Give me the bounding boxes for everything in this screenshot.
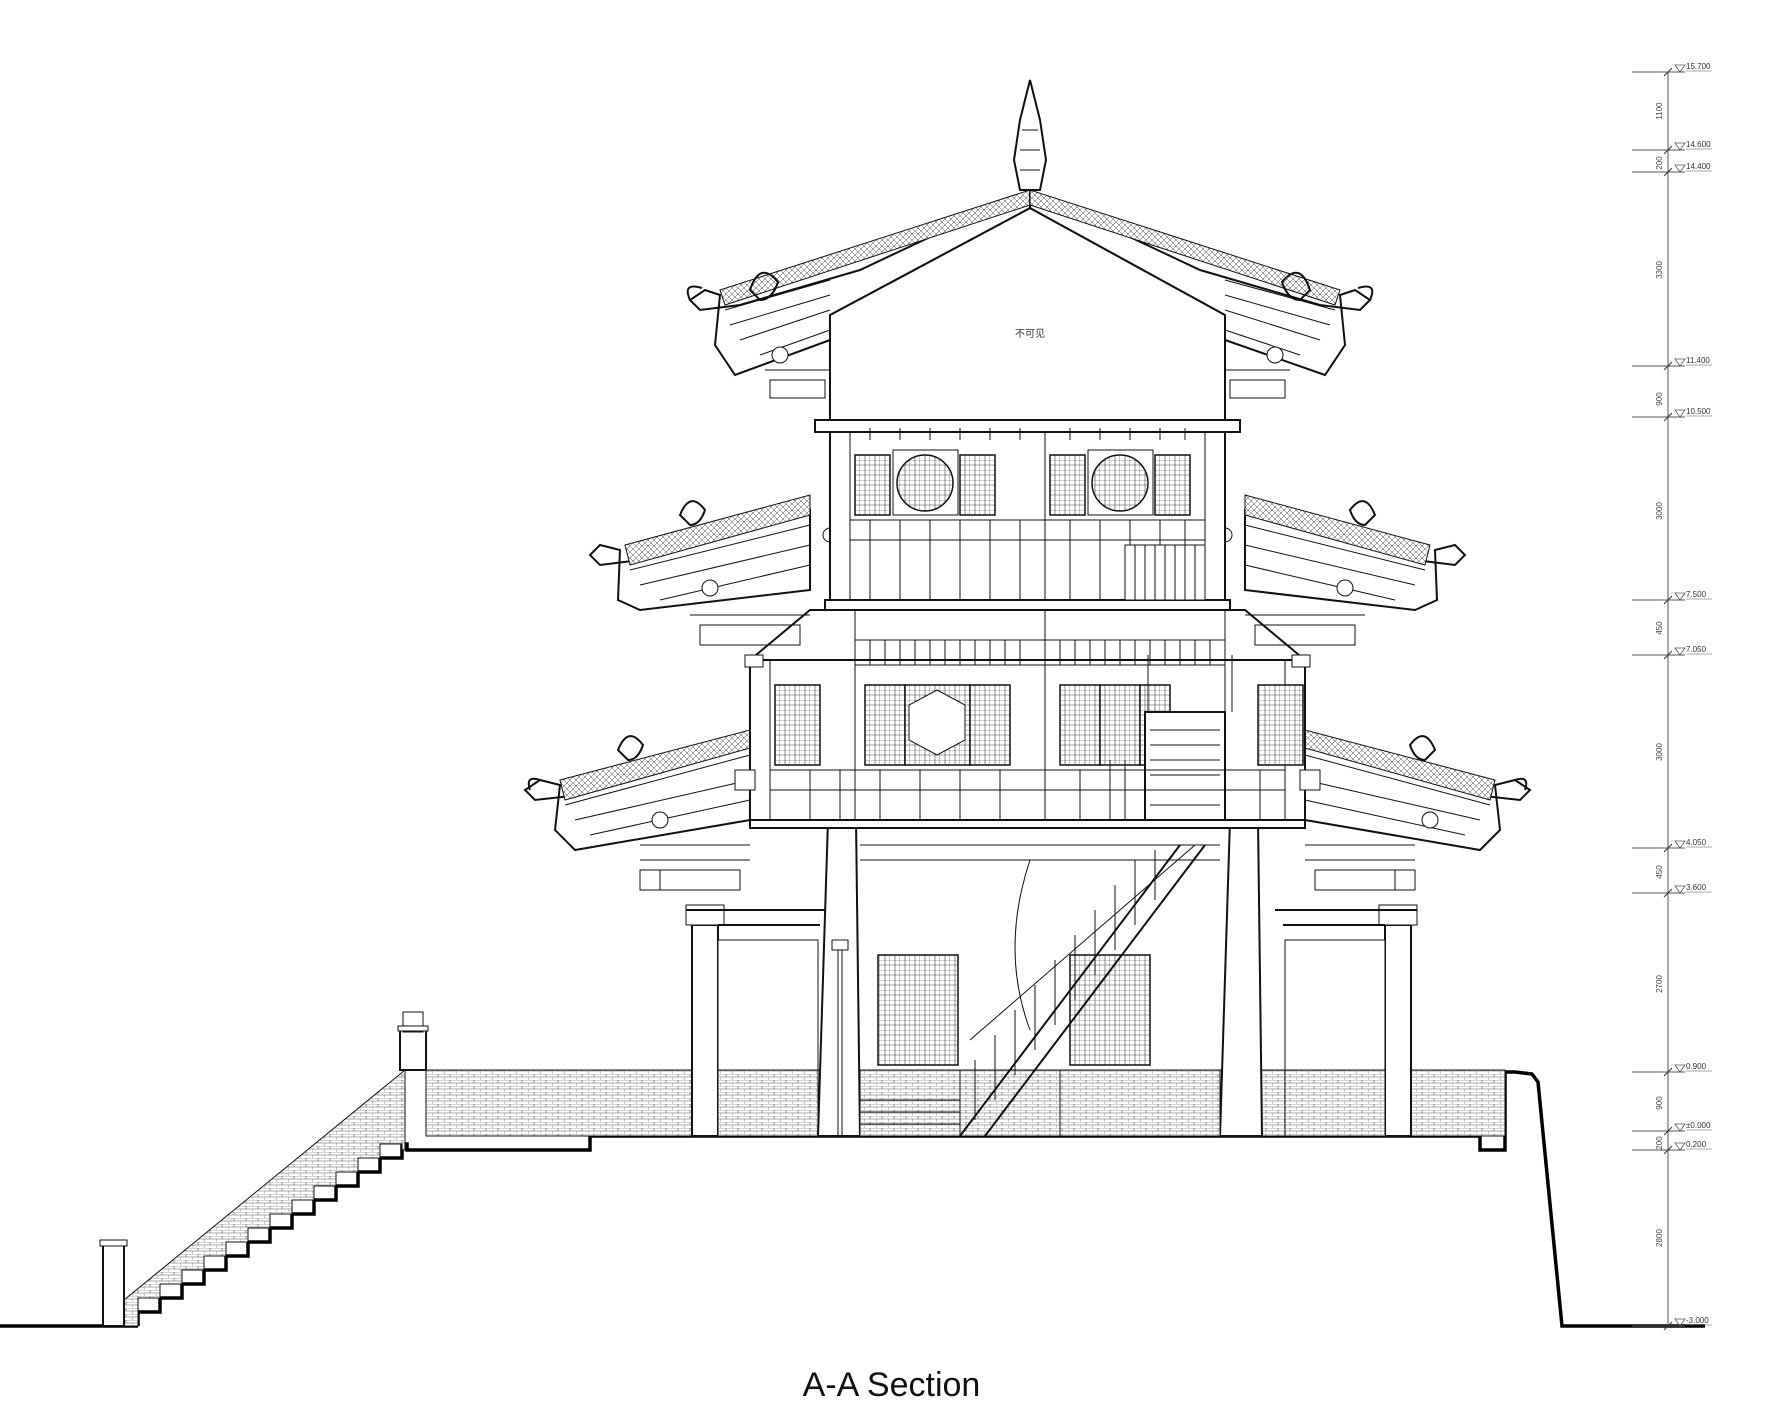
- dimension-tick: [1663, 843, 1673, 853]
- level-label: 14.600: [1686, 140, 1711, 149]
- level-label: 0.200: [1686, 1140, 1707, 1149]
- level-mark: 0.900: [1632, 1062, 1712, 1077]
- level-mark: -3.000: [1632, 1316, 1712, 1331]
- drawing-title: A-A Section: [802, 1366, 981, 1404]
- dimension-label: 3000: [1655, 502, 1664, 520]
- level-label: 4.050: [1686, 838, 1707, 847]
- dimension-label: 2800: [1655, 1229, 1664, 1247]
- dimension-tick: [1663, 650, 1673, 660]
- level-mark: 14.600: [1632, 140, 1712, 155]
- dimension-label: 3000: [1655, 743, 1664, 761]
- middle-eave: [588, 494, 1467, 646]
- level-label: 15.700: [1686, 62, 1711, 71]
- level-triangle-icon: [1674, 358, 1686, 367]
- level-label: 0.900: [1686, 1062, 1707, 1071]
- dimension-tick: [1663, 1126, 1673, 1136]
- dimension-label: 900: [1655, 1096, 1664, 1110]
- dimension-label: 2700: [1655, 975, 1664, 993]
- level-mark: 15.700: [1632, 62, 1712, 77]
- level-triangle-icon: [1674, 164, 1686, 173]
- gable-annotation: 不可见: [1015, 328, 1045, 340]
- dimension-tick: [1663, 1067, 1673, 1077]
- ground-floor: [685, 819, 1418, 1137]
- level-mark: 7.500: [1632, 590, 1712, 605]
- dimension-label: 450: [1655, 865, 1664, 879]
- level-triangle-icon: [1674, 840, 1686, 849]
- dimension-tick: [1663, 1145, 1673, 1155]
- level-triangle-icon: [1674, 64, 1686, 73]
- dimension-tick: [1663, 67, 1673, 77]
- level-mark: 11.400: [1632, 356, 1712, 371]
- level-triangle-icon: [1674, 409, 1686, 418]
- top-storey: [814, 419, 1241, 611]
- level-triangle-icon: [1674, 1064, 1686, 1073]
- dimension-tick: [1663, 361, 1673, 371]
- dimension-tick: [1663, 1321, 1673, 1331]
- dimension-tick: [1663, 167, 1673, 177]
- level-triangle-icon: [1674, 885, 1686, 894]
- dimension-label: 200: [1655, 156, 1664, 170]
- level-mark: 4.050: [1632, 838, 1712, 853]
- dimension-label: 3300: [1655, 261, 1664, 279]
- level-label: 7.500: [1686, 590, 1707, 599]
- level-mark: 14.400: [1632, 162, 1712, 177]
- level-triangle-icon: [1674, 647, 1686, 656]
- dimension-label: 200: [1655, 1136, 1664, 1150]
- level-triangle-icon: [1674, 1318, 1686, 1327]
- level-mark: 3.600: [1632, 883, 1712, 898]
- dimension-tick: [1663, 595, 1673, 605]
- dimension-label: 900: [1655, 392, 1664, 406]
- level-label: 10.500: [1686, 407, 1711, 416]
- dimension-marks: 1100 200 3300 900 3000 450 3000 450 2700 900 200 28…: [1655, 102, 1664, 1247]
- level-triangle-icon: [1674, 142, 1686, 151]
- dimension-label: 450: [1655, 621, 1664, 635]
- dimension-tick: [1663, 888, 1673, 898]
- dimension-tick: [1663, 412, 1673, 422]
- level-label: ±0.000: [1686, 1121, 1711, 1130]
- level-mark: 0.200: [1632, 1140, 1712, 1155]
- dimension-tick: [1663, 145, 1673, 155]
- level-label: 11.400: [1686, 356, 1710, 365]
- level-marks: 15.700 14.600 14.400 11.400 10.500 7.500 7.050…: [1632, 62, 1712, 1331]
- dimension-label: 1100: [1655, 102, 1664, 120]
- level-mark: ±0.000: [1632, 1121, 1712, 1136]
- level-mark: 10.500: [1632, 407, 1712, 422]
- level-triangle-icon: [1674, 592, 1686, 601]
- middle-storey: [734, 609, 1321, 829]
- level-triangle-icon: [1674, 1142, 1686, 1151]
- lower-eave: [523, 729, 1532, 891]
- level-label: -3.000: [1686, 1316, 1709, 1325]
- level-label: 7.050: [1686, 645, 1707, 654]
- level-label: 14.400: [1686, 162, 1711, 171]
- top-roof: [686, 79, 1374, 421]
- level-label: 3.600: [1686, 883, 1707, 892]
- level-ruler: 15.700 14.600 14.400 11.400 10.500 7.500 7.050…: [1632, 62, 1712, 1331]
- level-mark: 7.050: [1632, 645, 1712, 660]
- level-triangle-icon: [1674, 1123, 1686, 1132]
